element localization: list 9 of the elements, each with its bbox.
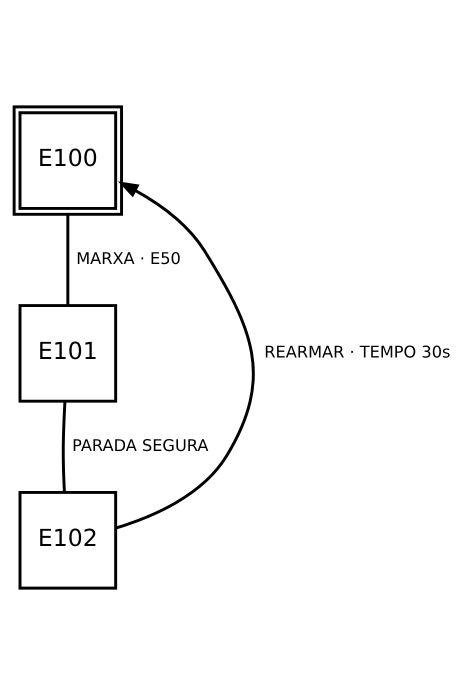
edge-label: REARMAR · TEMPO 30s: [264, 342, 450, 362]
arrow: [115, 180, 255, 529]
node-box: E102: [18, 490, 118, 590]
edge-label: PARADA SEGURA: [72, 435, 208, 454]
connector: [62, 400, 66, 492]
node-box: E101: [18, 304, 118, 402]
edge-label: MARXA · E50: [76, 248, 181, 268]
connector: [66, 214, 70, 306]
node-box: E100: [12, 104, 124, 216]
